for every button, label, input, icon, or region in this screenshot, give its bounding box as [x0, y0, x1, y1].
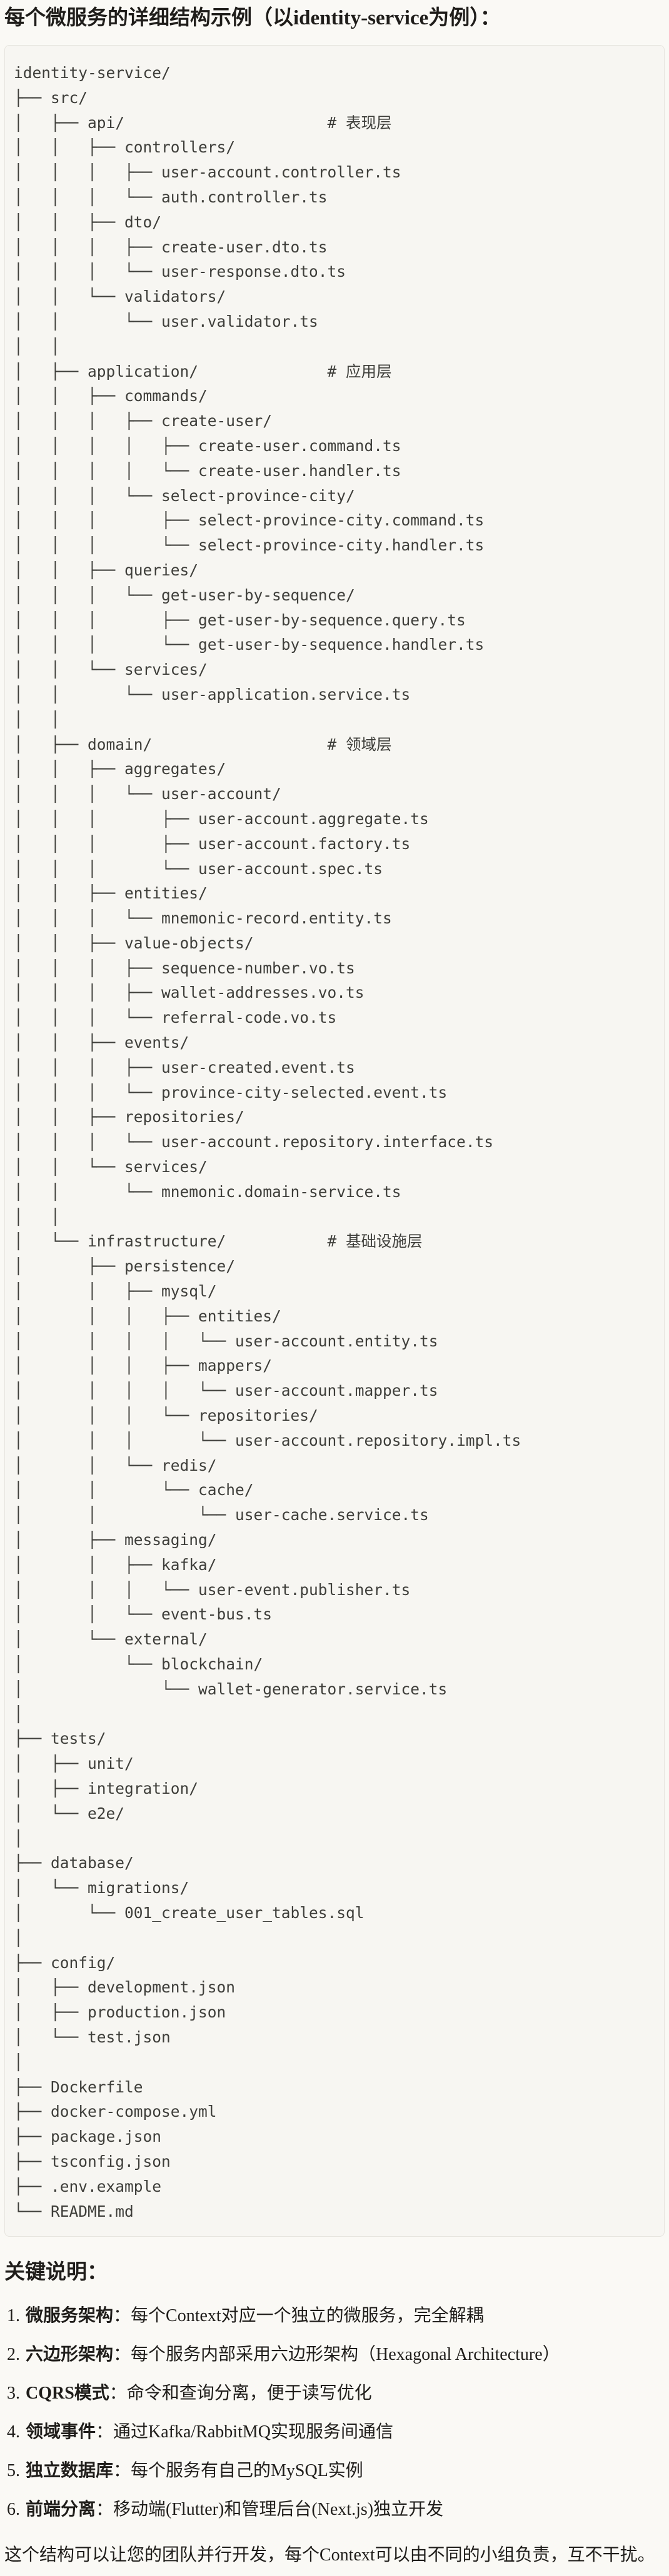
note-label: CQRS模式 [26, 2384, 109, 2404]
directory-tree-code-block: identity-service/ ├── src/ │ ├── api/ # … [4, 45, 665, 2237]
note-number: 3. [7, 2384, 20, 2404]
note-content: 六边形架构：每个服务内部采用六边形架构（Hexagonal Architectu… [26, 2342, 560, 2367]
note-text: ：每个Context对应一个独立的微服务，完全解耦 [113, 2306, 484, 2326]
notes-heading: 关键说明： [4, 2261, 108, 2284]
note-text: ：每个服务有自己的MySQL实例 [113, 2461, 363, 2481]
note-number: 2. [7, 2345, 20, 2365]
note-label: 六边形架构 [26, 2345, 114, 2365]
note-text: ：移动端(Flutter)和管理后台(Next.js)独立开发 [96, 2500, 444, 2520]
note-item: 2. 六边形架构：每个服务内部采用六边形架构（Hexagonal Archite… [4, 2342, 665, 2367]
note-item: 6. 前端分离：移动端(Flutter)和管理后台(Next.js)独立开发 [4, 2497, 665, 2522]
note-content: 独立数据库：每个服务有自己的MySQL实例 [26, 2458, 363, 2484]
note-number: 6. [7, 2500, 20, 2520]
notes-list: 1. 微服务架构：每个Context对应一个独立的微服务，完全解耦 2. 六边形… [4, 2303, 665, 2522]
directory-tree: identity-service/ ├── src/ │ ├── api/ # … [14, 64, 521, 2220]
document: 每个微服务的详细结构示例（以identity-service为例）： ident… [0, 4, 669, 2568]
closing-paragraph: 这个结构可以让您的团队并行开发，每个Context可以由不同的小组负责，互不干扰… [4, 2545, 655, 2565]
note-label: 前端分离 [26, 2500, 96, 2520]
note-label: 微服务架构 [26, 2306, 114, 2326]
note-text: ：命令和查询分离，便于读写优化 [109, 2384, 372, 2404]
note-label: 独立数据库 [26, 2461, 114, 2481]
note-number: 5. [7, 2461, 20, 2481]
note-item: 4. 领域事件：通过Kafka/RabbitMQ实现服务间通信 [4, 2419, 665, 2445]
note-number: 1. [7, 2306, 20, 2326]
note-label: 领域事件 [26, 2422, 96, 2442]
note-content: 领域事件：通过Kafka/RabbitMQ实现服务间通信 [26, 2419, 393, 2445]
note-item: 5. 独立数据库：每个服务有自己的MySQL实例 [4, 2458, 665, 2484]
note-content: CQRS模式：命令和查询分离，便于读写优化 [26, 2380, 372, 2406]
note-number: 4. [7, 2422, 20, 2442]
note-text: ：每个服务内部采用六边形架构（Hexagonal Architecture） [113, 2345, 560, 2365]
note-item: 1. 微服务架构：每个Context对应一个独立的微服务，完全解耦 [4, 2303, 665, 2329]
note-item: 3. CQRS模式：命令和查询分离，便于读写优化 [4, 2380, 665, 2406]
page-title: 每个微服务的详细结构示例（以identity-service为例）： [4, 7, 501, 29]
note-text: ：通过Kafka/RabbitMQ实现服务间通信 [96, 2422, 393, 2442]
note-content: 前端分离：移动端(Flutter)和管理后台(Next.js)独立开发 [26, 2497, 443, 2522]
note-content: 微服务架构：每个Context对应一个独立的微服务，完全解耦 [26, 2303, 484, 2329]
